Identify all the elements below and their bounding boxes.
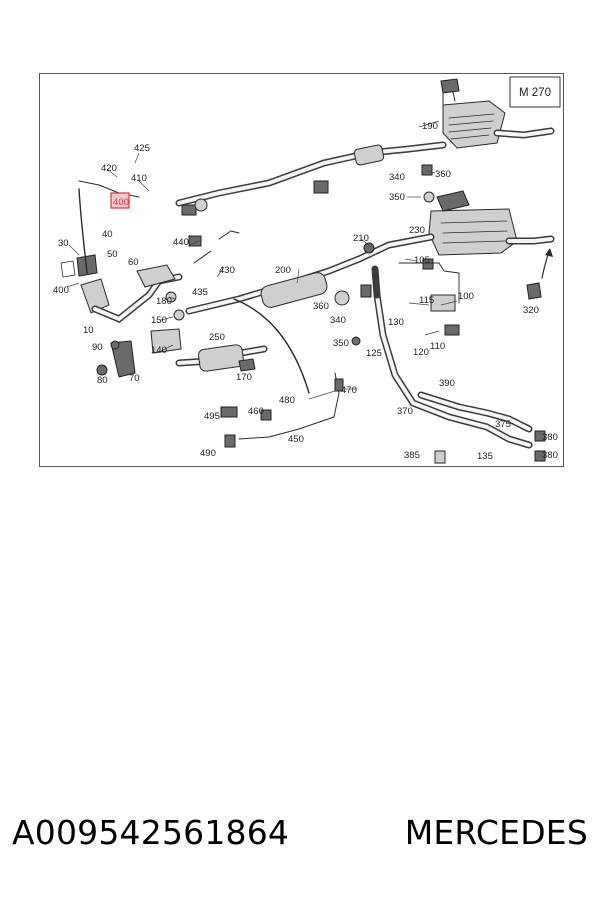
rear-muffler-upper	[440, 78, 506, 149]
label-200: 200	[275, 265, 291, 276]
highlight-box-400	[110, 192, 130, 209]
label-320: 320	[523, 305, 539, 316]
part-labels: 425 420 410 400 30 40 50 60 400 10 90 80…	[53, 121, 558, 462]
label-40: 40	[102, 229, 113, 240]
label-30: 30	[58, 238, 69, 249]
label-100: 100	[458, 291, 474, 302]
label-210: 210	[353, 233, 369, 244]
label-470: 470	[341, 385, 357, 396]
brand-name: MERCEDES	[404, 812, 588, 852]
label-360-upper: 360	[435, 169, 451, 180]
label-150: 150	[151, 315, 167, 326]
label-180: 180	[156, 296, 172, 307]
bracket-70	[110, 340, 136, 378]
label-125: 125	[366, 348, 382, 359]
label-340-upper: 340	[389, 172, 405, 183]
label-120: 120	[413, 347, 429, 358]
label-410: 410	[131, 173, 147, 184]
label-360: 360	[313, 301, 329, 312]
part-number: A009542561864	[12, 812, 290, 852]
label-430: 430	[219, 265, 235, 276]
label-370: 370	[397, 406, 413, 417]
label-10: 10	[83, 325, 94, 336]
label-60: 60	[128, 257, 139, 268]
label-450: 450	[288, 434, 304, 445]
label-435: 435	[192, 287, 208, 298]
catalytic-converter	[60, 254, 110, 314]
label-80: 80	[97, 375, 108, 386]
label-460: 460	[248, 406, 264, 417]
clamp-upper	[181, 180, 329, 216]
label-440: 440	[173, 237, 189, 248]
label-130: 130	[388, 317, 404, 328]
diagram-canvas: M 270	[39, 73, 564, 467]
label-425: 425	[134, 143, 150, 154]
label-400-highlight: 400	[113, 197, 129, 208]
label-340: 340	[330, 315, 346, 326]
model-code-box	[509, 76, 561, 108]
label-490: 490	[200, 448, 216, 459]
hardware-small	[165, 164, 546, 464]
label-350: 350	[333, 338, 349, 349]
label-190: 190	[422, 121, 438, 132]
label-480: 480	[279, 395, 295, 406]
label-380-upper: 380	[542, 432, 558, 443]
label-385: 385	[404, 450, 420, 461]
label-390: 390	[439, 378, 455, 389]
label-230: 230	[409, 225, 425, 236]
center-silencer	[260, 272, 328, 308]
model-code: M 270	[519, 87, 551, 99]
front-silencer	[197, 344, 245, 372]
label-350-upper: 350	[389, 192, 405, 203]
label-380-lower: 380	[542, 450, 558, 461]
product-footer: A009542561864 MERCEDES	[12, 808, 588, 856]
label-495: 495	[204, 411, 220, 422]
leader-lines	[66, 120, 458, 400]
label-90: 90	[92, 342, 103, 353]
label-105: 105	[414, 255, 430, 266]
label-115: 115	[419, 295, 434, 306]
label-400: 400	[53, 285, 69, 296]
label-70: 70	[129, 373, 140, 384]
label-250: 250	[209, 332, 225, 343]
label-420: 420	[101, 163, 117, 174]
label-170: 170	[236, 372, 252, 383]
rear-muffler-lower	[428, 190, 518, 256]
label-140: 140	[151, 345, 167, 356]
middle-silencer-upper	[353, 144, 385, 166]
exhaust-system-diagram: M 270	[39, 73, 564, 467]
label-135: 135	[477, 451, 493, 462]
label-375: 375	[495, 419, 511, 430]
label-110: 110	[430, 341, 445, 352]
label-50: 50	[107, 249, 118, 260]
